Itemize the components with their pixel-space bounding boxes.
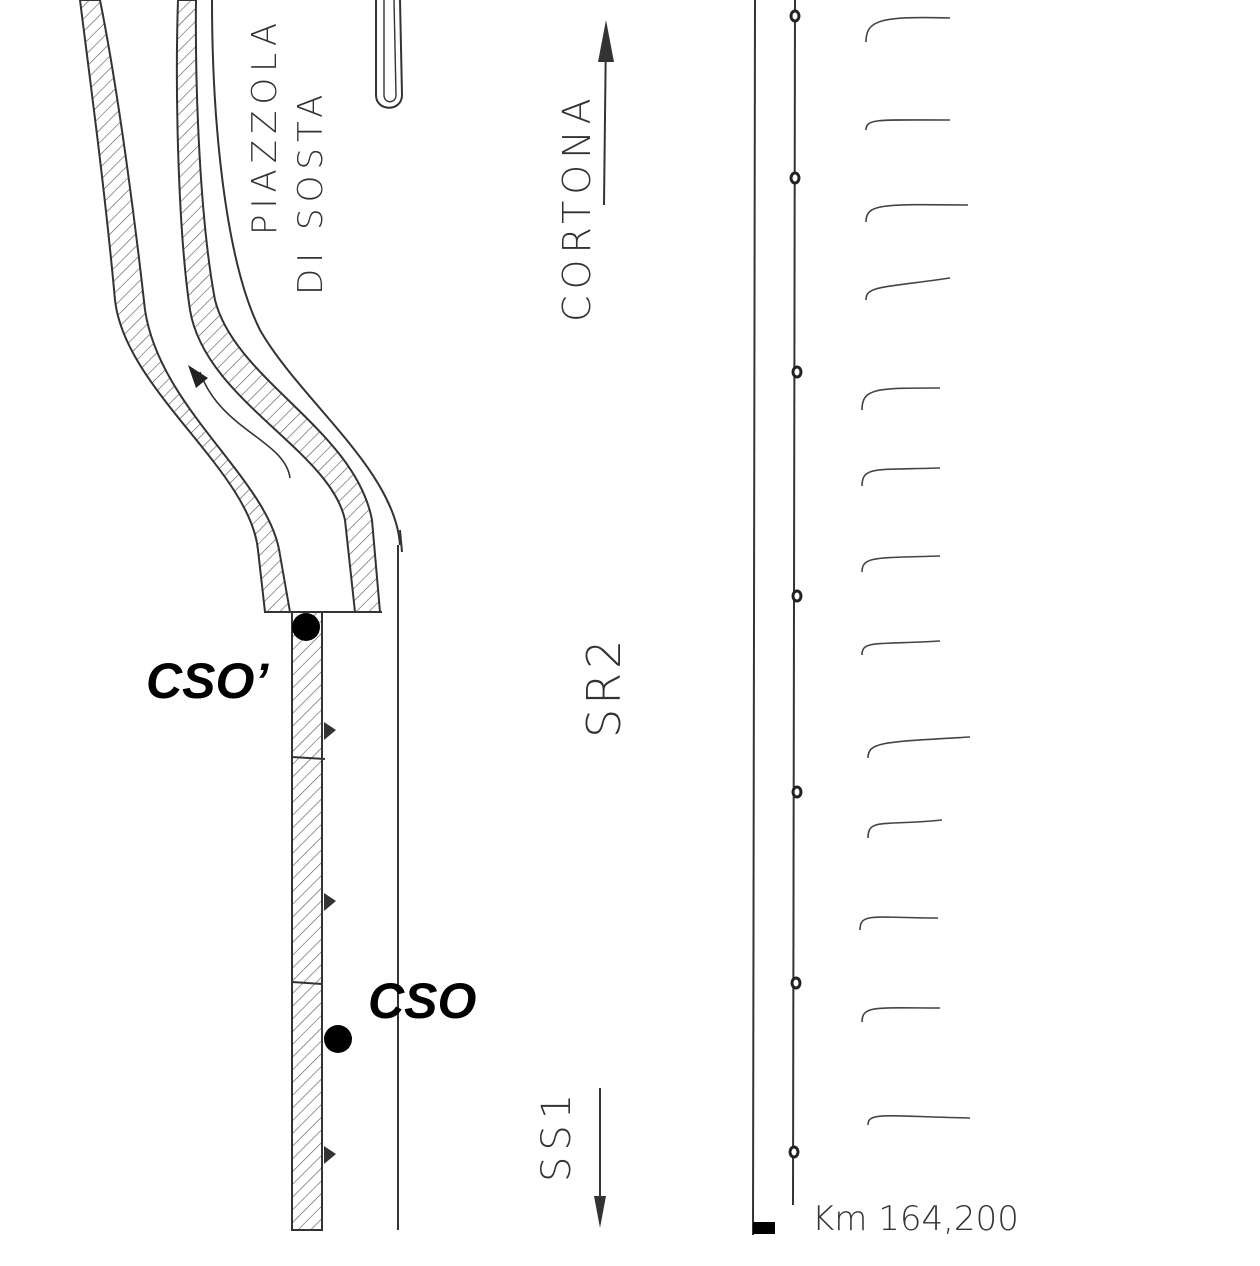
right-road-edge-line [752, 0, 756, 1236]
arrow-down-icon [594, 1088, 606, 1228]
guardrail-line [792, 0, 796, 1206]
km-label: Km 164,200 [812, 1199, 1019, 1239]
cso-marker [324, 1025, 352, 1053]
field-marks [859, 16, 971, 1126]
guardrail-posts [788, 9, 803, 1159]
cso-prime-label: CSO’ [146, 653, 269, 709]
cortona-label: CORTONA [555, 92, 599, 322]
island-kerb-inner [383, 0, 397, 103]
cso-prime-marker [292, 613, 320, 641]
km-marker-post [753, 1222, 775, 1234]
vertical-hatched-barrier [291, 611, 323, 1231]
layby-outer-tick [399, 529, 403, 553]
piazzola-label: PIAZZOLA [245, 17, 285, 235]
barrier-reflectors [324, 722, 336, 1164]
cso-label: CSO [368, 973, 476, 1029]
di-sosta-label: DI SOSTA [291, 89, 331, 295]
arrow-up-icon [598, 20, 614, 206]
layby-travel-line [199, 371, 291, 479]
barrier-joint-1 [291, 756, 326, 760]
barrier-joint-2 [291, 981, 323, 985]
layby-outer-edge [211, 0, 401, 546]
ss1-label: SS1 [534, 1088, 580, 1182]
island-kerb [375, 0, 404, 109]
sr2-label: SR2 [577, 636, 631, 738]
arrow-up-left-icon [188, 365, 208, 388]
